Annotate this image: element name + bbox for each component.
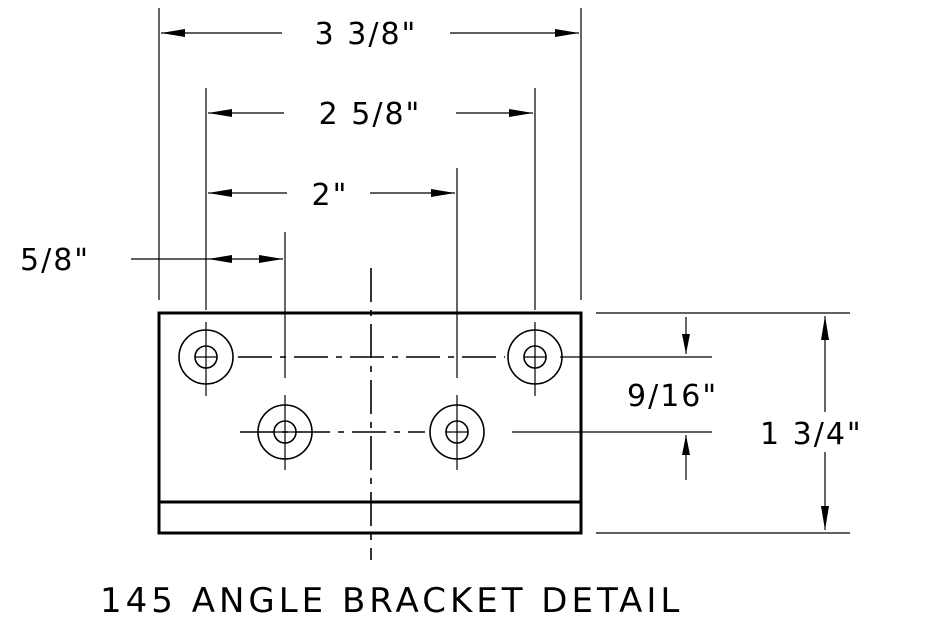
dim-hole-row-spacing-label: 9/16": [627, 379, 718, 414]
dim-edge-to-inner-hole: 5/8": [20, 243, 283, 278]
hole-2: [257, 395, 313, 470]
dim-overall-width: 3 3/8": [161, 17, 579, 52]
extension-lines: [158, 8, 850, 534]
hole-4: [507, 322, 563, 396]
dim-hole-row-spacing: 9/16": [627, 317, 718, 480]
dim-overall-height-label: 1 3/4": [760, 417, 863, 452]
dim-inner-hole-offset: 2": [208, 178, 455, 213]
dim-inner-hole-offset-label: 2": [312, 178, 349, 213]
hole-3: [429, 395, 485, 470]
drawing-title: 145 ANGLE BRACKET DETAIL: [100, 581, 683, 621]
dim-outer-hole-spacing-label: 2 5/8": [319, 97, 422, 132]
hole-1: [178, 322, 234, 396]
bracket-body: [157, 311, 583, 535]
bracket-outline: [157, 311, 583, 535]
dim-edge-to-inner-hole-label: 5/8": [20, 243, 90, 278]
dim-overall-height: 1 3/4": [760, 316, 863, 530]
dim-overall-width-label: 3 3/8": [315, 17, 418, 52]
dim-outer-hole-spacing: 2 5/8": [208, 97, 533, 132]
holes: [178, 322, 563, 470]
centerlines: [238, 268, 505, 560]
